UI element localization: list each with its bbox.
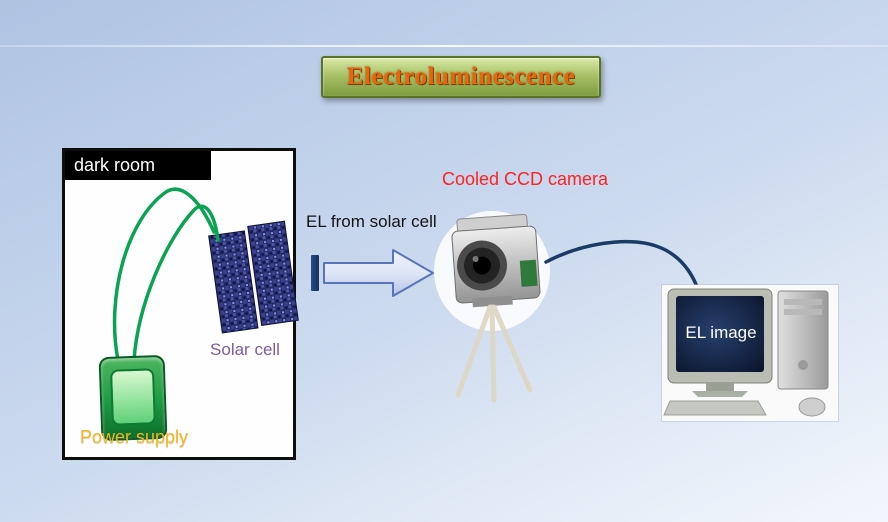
el-from-solar-cell-label: EL from solar cell — [306, 212, 437, 231]
monitor-screen — [676, 296, 764, 372]
page-title: Electroluminescence — [346, 63, 576, 90]
solar-cell-image — [208, 220, 299, 334]
tripod — [455, 304, 533, 403]
dark-room-label: dark room — [65, 151, 211, 180]
power-supply-label: Power supply — [79, 427, 189, 447]
light-slit-bar — [311, 255, 319, 291]
camera-pcb — [519, 259, 538, 287]
el-image-label: EL image — [685, 323, 757, 342]
camera-body — [451, 214, 541, 308]
title-box: Electroluminescence — [321, 56, 601, 98]
mouse — [798, 397, 826, 417]
cooled-ccd-camera-label: Cooled CCD camera — [442, 169, 609, 189]
signal-cable — [544, 239, 702, 298]
computer-drawing — [663, 288, 829, 417]
power-supply-screen — [110, 368, 156, 426]
el-arrow-icon — [323, 249, 434, 297]
monitor-stand — [706, 383, 734, 391]
computer-tower — [777, 290, 829, 390]
keyboard — [663, 400, 767, 416]
solar-cell-label: Solar cell — [210, 340, 280, 359]
top-divider-line — [0, 45, 888, 47]
computer-image: EL image — [662, 285, 838, 421]
ccd-camera-image — [434, 211, 550, 403]
